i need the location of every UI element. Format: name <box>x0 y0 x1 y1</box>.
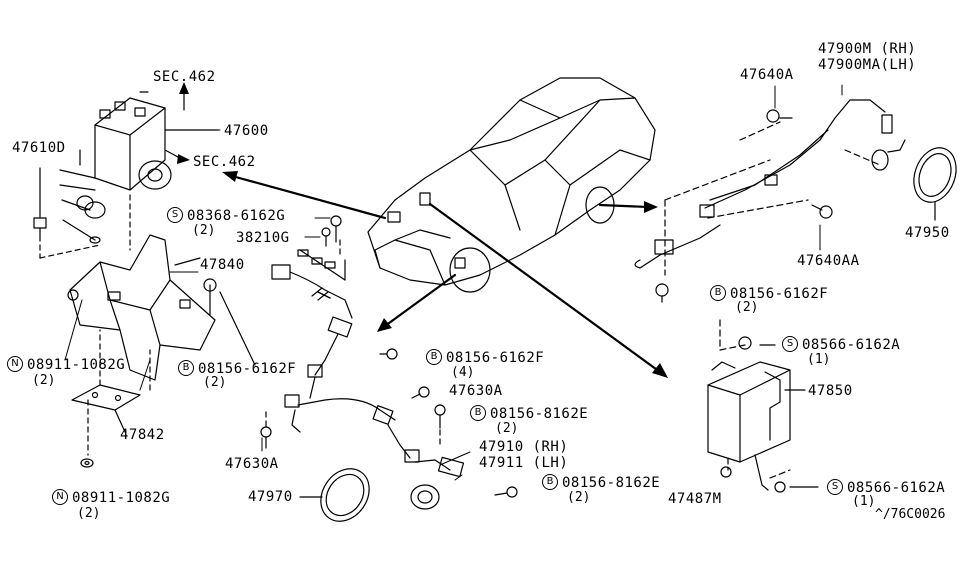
ref-sec462-mid: SEC.462 <box>193 154 256 170</box>
badge-b-8162e-upper: B <box>470 405 486 421</box>
part-47910: 47910 (RH) <box>479 439 569 455</box>
front-sensor-harness <box>271 249 465 510</box>
fastener-b1-qty: (2) <box>203 375 227 390</box>
arrow-heads <box>177 82 668 378</box>
fastener-n1-part: 08911-1082G <box>27 357 126 373</box>
fastener-b4-part: 08156-8162E <box>562 475 661 491</box>
part-47900m: 47900M (RH) <box>818 41 917 57</box>
part-47842: 47842 <box>120 427 165 443</box>
part-47630a-bottom: 47630A <box>225 456 279 472</box>
badge-s-08566-upper: S <box>782 336 798 352</box>
fastener-s2-part: 08566-6162A <box>802 337 901 353</box>
fastener-b2-qty: (4) <box>451 365 475 380</box>
ref-sec462-top: SEC.462 <box>153 69 216 85</box>
abs-control-unit <box>707 336 819 493</box>
guide-lines-right <box>664 121 881 479</box>
part-47610d: 47610D <box>12 140 66 156</box>
fastener-b2-part: 08156-6162F <box>446 350 545 366</box>
fastener-b5-part: 08156-6162F <box>730 286 829 302</box>
part-47900ma: 47900MA(LH) <box>818 57 917 73</box>
part-47630a-top: 47630A <box>449 383 503 399</box>
part-47640a: 47640A <box>740 67 794 83</box>
fastener-b5-qty: (2) <box>735 300 759 315</box>
fastener-s3-part: 08566-6162A <box>847 480 946 496</box>
fastener-n2-qty: (2) <box>77 506 101 521</box>
guide-lines-left <box>39 194 151 456</box>
car-illustration <box>367 77 656 293</box>
badge-b-center: B <box>426 349 442 365</box>
part-47600: 47600 <box>224 123 269 139</box>
fastener-b3-qty: (2) <box>495 421 519 436</box>
fastener-b3-part: 08156-8162E <box>490 406 589 422</box>
bracket-47842 <box>71 384 141 468</box>
part-47970: 47970 <box>248 489 293 505</box>
sensor-rotor-47950 <box>913 147 957 221</box>
rear-sensor-harness <box>634 99 906 303</box>
label-leaders <box>64 84 843 481</box>
badge-b-8162e-lower: B <box>542 474 558 490</box>
part-47487m: 47487M <box>668 491 722 507</box>
fastener-b4-qty: (2) <box>567 490 591 505</box>
part-47840: 47840 <box>200 257 245 273</box>
fastener-s2-qty: (1) <box>807 352 831 367</box>
part-47911: 47911 (LH) <box>479 455 569 471</box>
screws-center <box>260 215 518 498</box>
part-47850: 47850 <box>808 383 853 399</box>
badge-s-08368: S <box>167 207 183 223</box>
badge-b-left: B <box>178 360 194 376</box>
badge-b-right: B <box>710 285 726 301</box>
fastener-s1-part: 08368-6162G <box>187 208 286 224</box>
abs-actuator <box>33 91 219 244</box>
bracket-47840 <box>67 234 256 381</box>
part-47950: 47950 <box>905 225 950 241</box>
badge-n-upper: N <box>7 356 23 372</box>
fastener-b1-part: 08156-6162F <box>198 361 297 377</box>
guide-lines-center <box>265 239 441 449</box>
fastener-s1-qty: (2) <box>192 223 216 238</box>
badge-n-lower: N <box>52 489 68 505</box>
diagram-code: ^/76C0026 <box>875 507 946 522</box>
part-47640aa: 47640AA <box>797 253 860 269</box>
part-38210g: 38210G <box>236 230 290 246</box>
badge-s-08566-lower: S <box>827 479 843 495</box>
leader-arrows <box>230 174 662 374</box>
fastener-n1-qty: (2) <box>32 373 56 388</box>
fastener-n2-part: 08911-1082G <box>72 490 171 506</box>
sensor-rotor-47970 <box>299 468 370 522</box>
fastener-s3-qty: (1) <box>852 494 876 509</box>
